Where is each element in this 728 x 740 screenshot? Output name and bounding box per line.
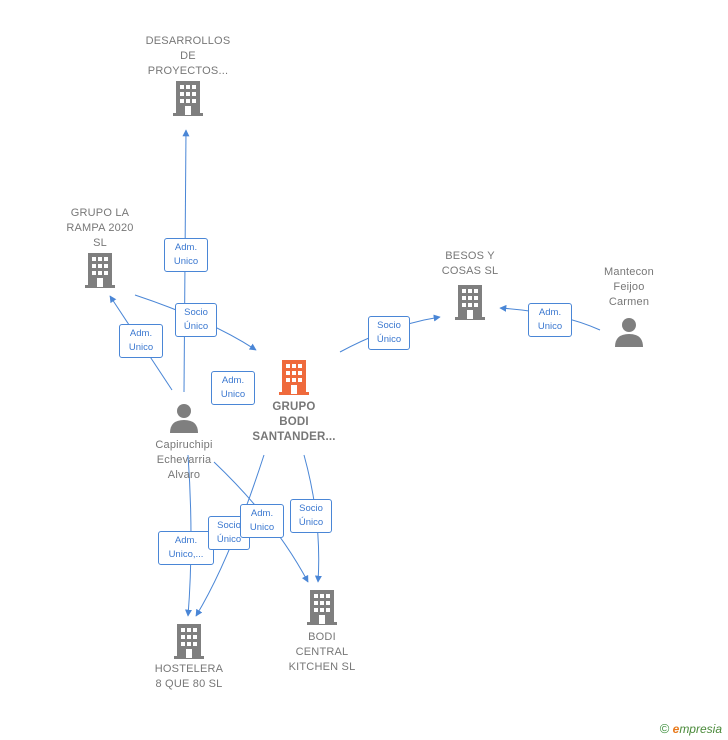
building-icon: [307, 590, 337, 625]
relation-label[interactable]: Socio Único: [290, 499, 332, 533]
building-icon: [455, 285, 485, 320]
node-capiruchipi-echevarria-alvaro[interactable]: Capiruchipi Echevarria Alvaro: [136, 402, 232, 483]
node-label: GRUPO LA RAMPA 2020 SL: [66, 207, 134, 249]
building-icon: [173, 81, 203, 116]
relation-label[interactable]: Adm. Unico: [119, 324, 163, 358]
node-desarrollos-de-proyectos[interactable]: DESARROLLOS DE PROYECTOS...: [128, 34, 248, 117]
relation-label[interactable]: Socio Único: [368, 316, 410, 350]
brand-name: mpresia: [679, 722, 722, 736]
node-besos-y-cosas[interactable]: BESOS Y COSAS SL: [420, 249, 520, 321]
node-grupo-la-rampa[interactable]: GRUPO LA RAMPA 2020 SL: [52, 206, 148, 289]
node-label: BESOS Y COSAS SL: [441, 250, 499, 277]
building-icon: [85, 253, 115, 288]
building-icon: [174, 624, 204, 659]
node-label: BODI CENTRAL KITCHEN SL: [288, 631, 356, 673]
relation-label[interactable]: Adm. Unico: [164, 238, 208, 272]
node-label: HOSTELERA 8 QUE 80 SL: [154, 663, 224, 690]
relation-label[interactable]: Adm. Unico: [240, 504, 284, 538]
node-label: GRUPO BODI SANTANDER...: [252, 401, 336, 443]
relation-label[interactable]: Adm. Unico: [528, 303, 572, 337]
relation-label[interactable]: Socio Único: [175, 303, 217, 337]
person-icon: [170, 404, 198, 433]
empresia-logo: © empresia: [660, 721, 722, 736]
node-hostelera-8-que-80[interactable]: HOSTELERA 8 QUE 80 SL: [134, 622, 244, 692]
node-bodi-central-kitchen[interactable]: BODI CENTRAL KITCHEN SL: [272, 588, 372, 675]
brand-initial: e: [672, 722, 680, 736]
node-label: DESARROLLOS DE PROYECTOS...: [145, 35, 231, 77]
node-label: Mantecon Feijoo Carmen: [604, 266, 654, 308]
person-icon: [615, 318, 643, 347]
node-grupo-bodi-santander[interactable]: GRUPO BODI SANTANDER...: [244, 358, 344, 445]
node-label: Capiruchipi Echevarria Alvaro: [155, 439, 213, 481]
building-icon: [279, 360, 309, 395]
copyright-symbol: ©: [659, 721, 670, 736]
node-mantecon-feijoo-carmen[interactable]: Mantecon Feijoo Carmen: [584, 265, 674, 348]
relation-label[interactable]: Adm. Unico: [211, 371, 255, 405]
relation-label[interactable]: Adm. Unico,...: [158, 531, 214, 565]
